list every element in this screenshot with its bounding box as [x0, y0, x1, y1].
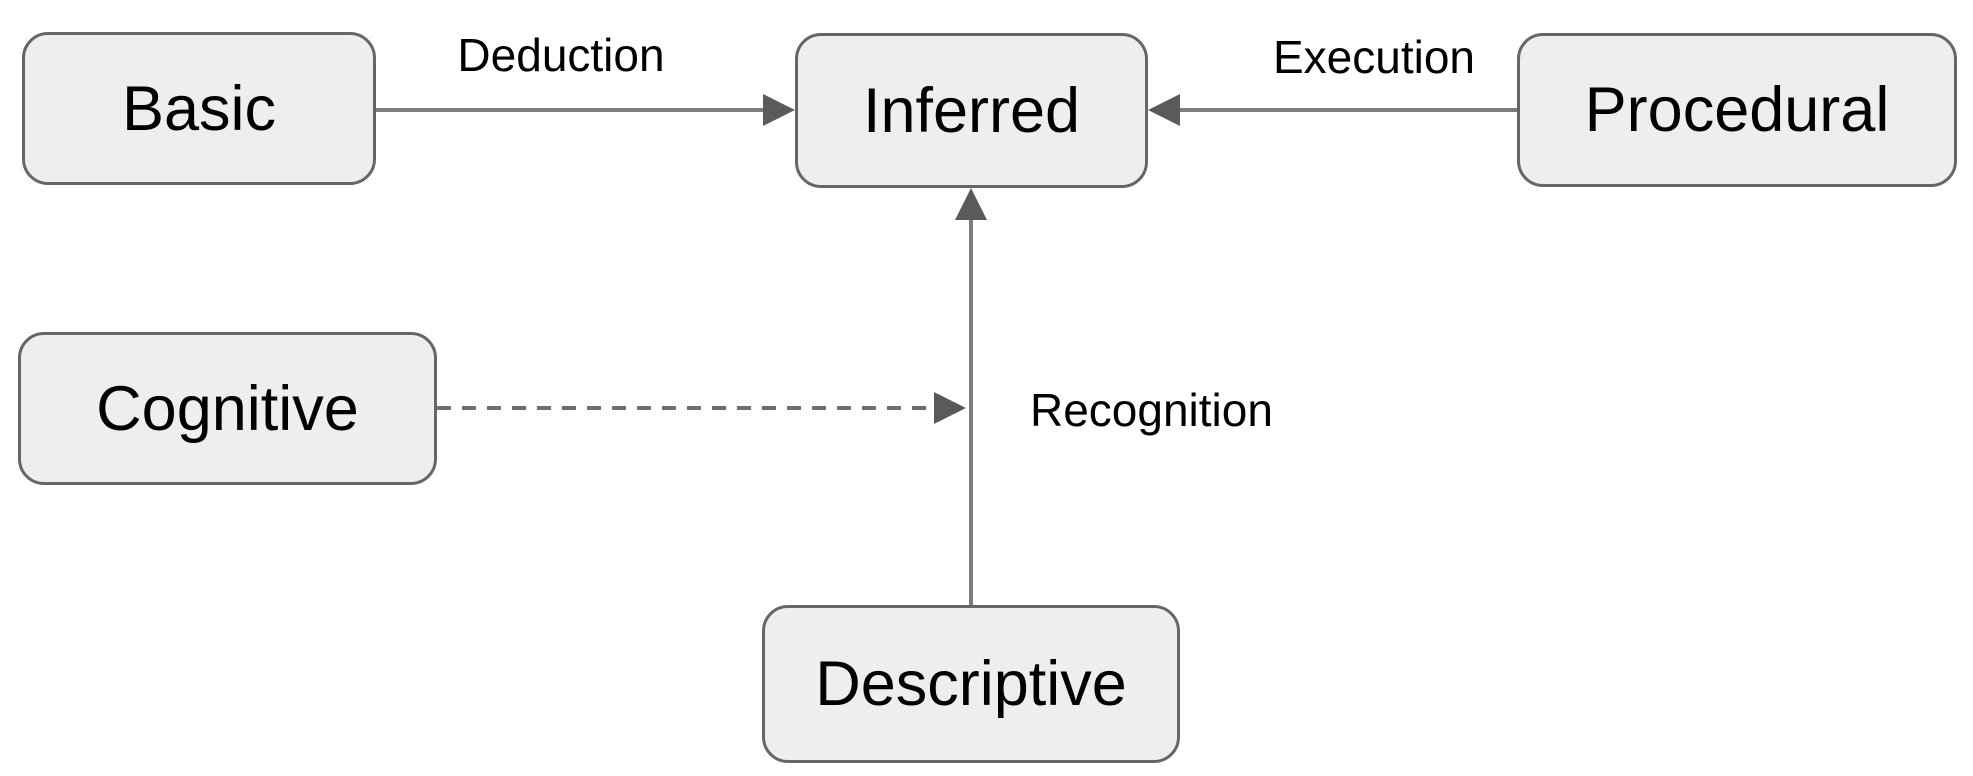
edge-label-deduction: Deduction — [457, 29, 665, 81]
edge-label-recognition: Recognition — [1030, 384, 1273, 436]
node-cognitive-label: Cognitive — [96, 373, 359, 444]
node-basic-label: Basic — [121, 73, 277, 144]
node-descriptive-label: Descriptive — [815, 649, 1127, 719]
node-inferred: Inferred — [795, 33, 1148, 188]
node-inferred-label: Inferred — [862, 75, 1081, 146]
node-basic: Basic — [22, 32, 376, 185]
node-procedural: Procedural — [1517, 33, 1957, 187]
node-descriptive: Descriptive — [762, 605, 1180, 763]
node-cognitive: Cognitive — [18, 332, 437, 485]
edge-label-execution: Execution — [1272, 31, 1476, 83]
node-procedural-label: Procedural — [1584, 75, 1890, 145]
